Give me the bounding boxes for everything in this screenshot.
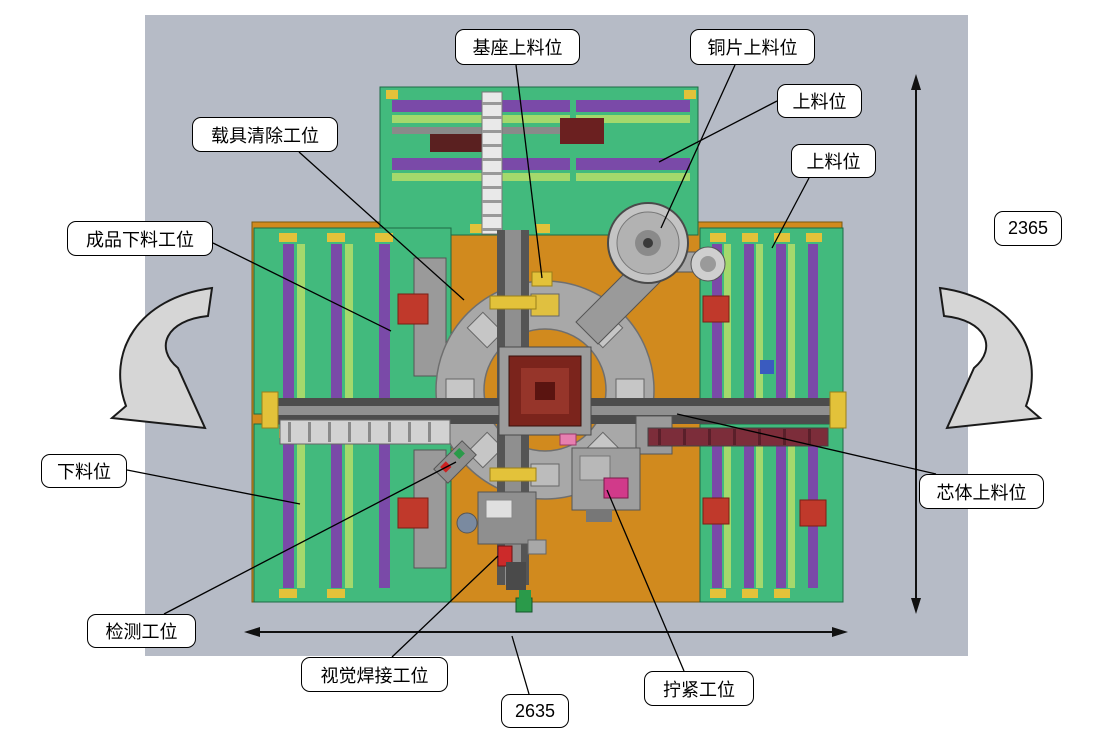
rotation-arrow-left-icon [109,286,214,430]
dimension-height-label: 2365 [994,211,1062,246]
dimension-arrow-vertical [911,74,921,614]
module-left-bottom [253,423,452,603]
callout-unload: 下料位 [41,454,127,488]
module-top [379,86,699,236]
dimension-width-label: 2635 [501,694,569,728]
center-assembly [498,346,592,436]
vision-welding-station [456,491,547,599]
rotation-arrow-right-icon [938,286,1043,430]
leader-carrier-clean [298,151,465,301]
leader-core-loading [676,413,937,475]
leader-vision-welding [391,555,499,658]
leader-dim-width [511,635,530,695]
leader-lines [126,64,937,695]
leader-tightening [606,489,685,672]
callout-copper-loading: 铜片上料位 [690,29,815,65]
callout-inspection: 检测工位 [87,614,196,648]
dimension-arrow-horizontal [244,627,848,637]
callout-core-loading: 芯体上料位 [919,474,1044,509]
callout-carrier-clean: 载具清除工位 [192,117,338,152]
callout-loading-top: 上料位 [777,84,862,118]
leader-loading-top [658,100,778,163]
leader-inspection [163,461,457,615]
leader-product-unload [212,242,392,332]
module-left-top [253,227,452,415]
callout-base-loading: 基座上料位 [455,29,580,65]
callout-product-unload: 成品下料工位 [67,221,213,256]
leader-unload [126,469,301,505]
module-right-bottom [699,423,844,603]
callout-loading-mid: 上料位 [791,144,876,178]
tightening-station [559,433,641,522]
callout-tightening: 拧紧工位 [644,671,754,706]
leader-copper-loading [660,64,736,229]
leader-base-loading [515,64,543,279]
copper-feeder [575,202,726,345]
callout-vision-welding: 视觉焊接工位 [301,657,448,692]
module-right-top [699,227,844,415]
leader-loading-mid [771,177,810,249]
